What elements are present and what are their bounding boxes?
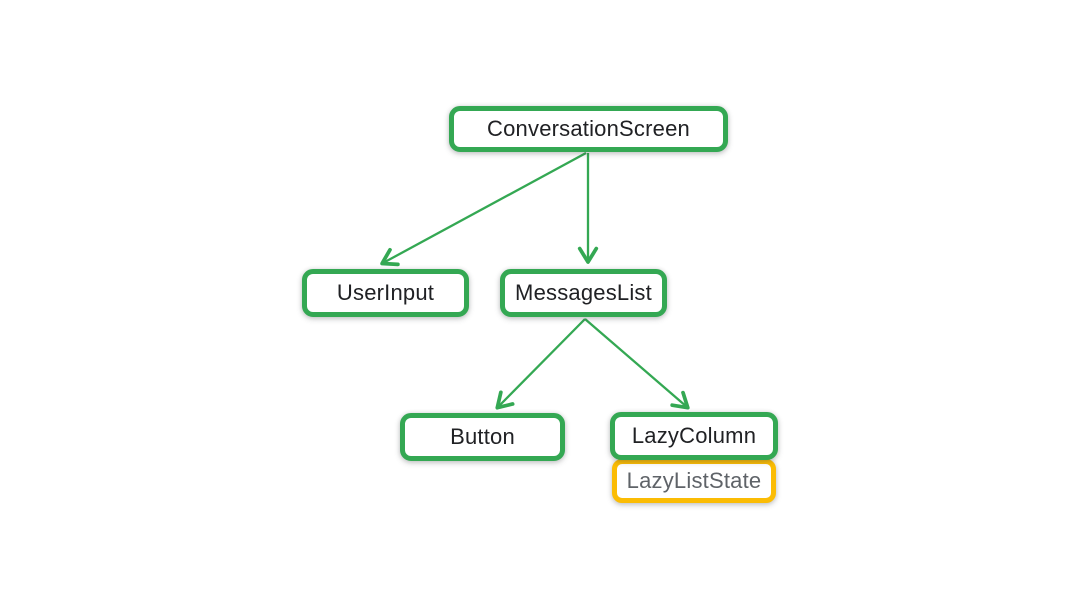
node-conversation-screen: ConversationScreen [449,106,728,152]
node-user-input-label: UserInput [336,280,435,305]
edge-messageslist-button [495,318,586,410]
node-lazy-list-state: LazyListState [612,459,776,503]
node-button-label: Button [450,424,515,449]
node-user-input: UserInput [302,269,469,317]
node-messages-list: MessagesList [500,269,667,317]
node-messages-list-label: MessagesList [515,280,652,305]
node-lazy-column-label: LazyColumn [631,423,757,448]
node-lazy-list-state-label: LazyListState [626,468,762,493]
edge-conversationscreen-userinput [380,151,587,267]
node-lazy-column: LazyColumn [610,412,778,460]
node-conversation-screen-label: ConversationScreen [487,116,690,141]
node-button: Button [400,413,565,461]
edge-messageslist-lazycolumn [584,318,690,410]
